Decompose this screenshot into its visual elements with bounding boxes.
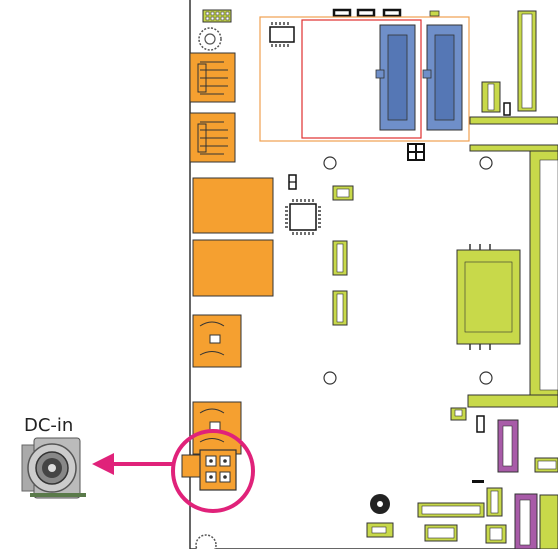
header-bottom-mid: [485, 524, 507, 544]
lan-port-2: [192, 239, 274, 297]
chip-middle: [285, 199, 321, 235]
mounting-hole-2: [479, 156, 493, 170]
top-small-header: [429, 10, 440, 17]
board-outline: [189, 0, 558, 549]
mounting-hole-4: [479, 371, 493, 385]
mounting-hole-1: [323, 156, 337, 170]
card-slot: [456, 244, 521, 350]
header-bottom-long: [417, 502, 485, 542]
header-bottom-vertical: [486, 487, 503, 517]
lan-port-1: [192, 177, 274, 234]
header-right-bottom: [539, 494, 558, 549]
sata-connector-1: [497, 419, 519, 473]
mounting-hole-bottom: [195, 534, 217, 549]
dc-in-highlight-circle: [171, 429, 255, 513]
sodimm-slot: [467, 116, 558, 408]
top-left-header: [202, 9, 232, 23]
mounting-hole-3: [323, 371, 337, 385]
mounting-hole-top: [198, 27, 222, 51]
header-middle-3: [332, 290, 348, 326]
small-jumper-right: [503, 102, 511, 116]
top-jumpers: [332, 8, 402, 18]
io-port-2: [192, 401, 242, 455]
small-connector: [407, 143, 425, 161]
sata-connector-2: [514, 493, 538, 549]
header-middle-2: [332, 240, 348, 276]
small-header-right: [481, 81, 501, 113]
m2-slot-1: [375, 24, 416, 131]
dc-jack-icon: [21, 437, 86, 499]
usb-port-2: [189, 112, 236, 163]
chip-top: [269, 22, 295, 47]
orange-region: [259, 16, 470, 142]
header-right-edge: [534, 457, 558, 473]
dc-in-label: DC-in: [24, 415, 74, 436]
header-bottom-1: [450, 407, 467, 421]
header-buzzer: [366, 522, 394, 538]
buzzer: [370, 494, 390, 514]
io-port-1: [192, 314, 242, 368]
dash-bottom: [472, 480, 484, 483]
callout-arrow: [92, 453, 173, 475]
m2-slot-2: [422, 24, 463, 131]
vertical-header-right: [517, 10, 537, 112]
jumper-bottom: [476, 415, 485, 433]
dc-in-connector: [181, 449, 237, 491]
red-region: [301, 19, 422, 139]
header-middle-1: [332, 185, 354, 201]
usb-port-1: [189, 52, 236, 103]
